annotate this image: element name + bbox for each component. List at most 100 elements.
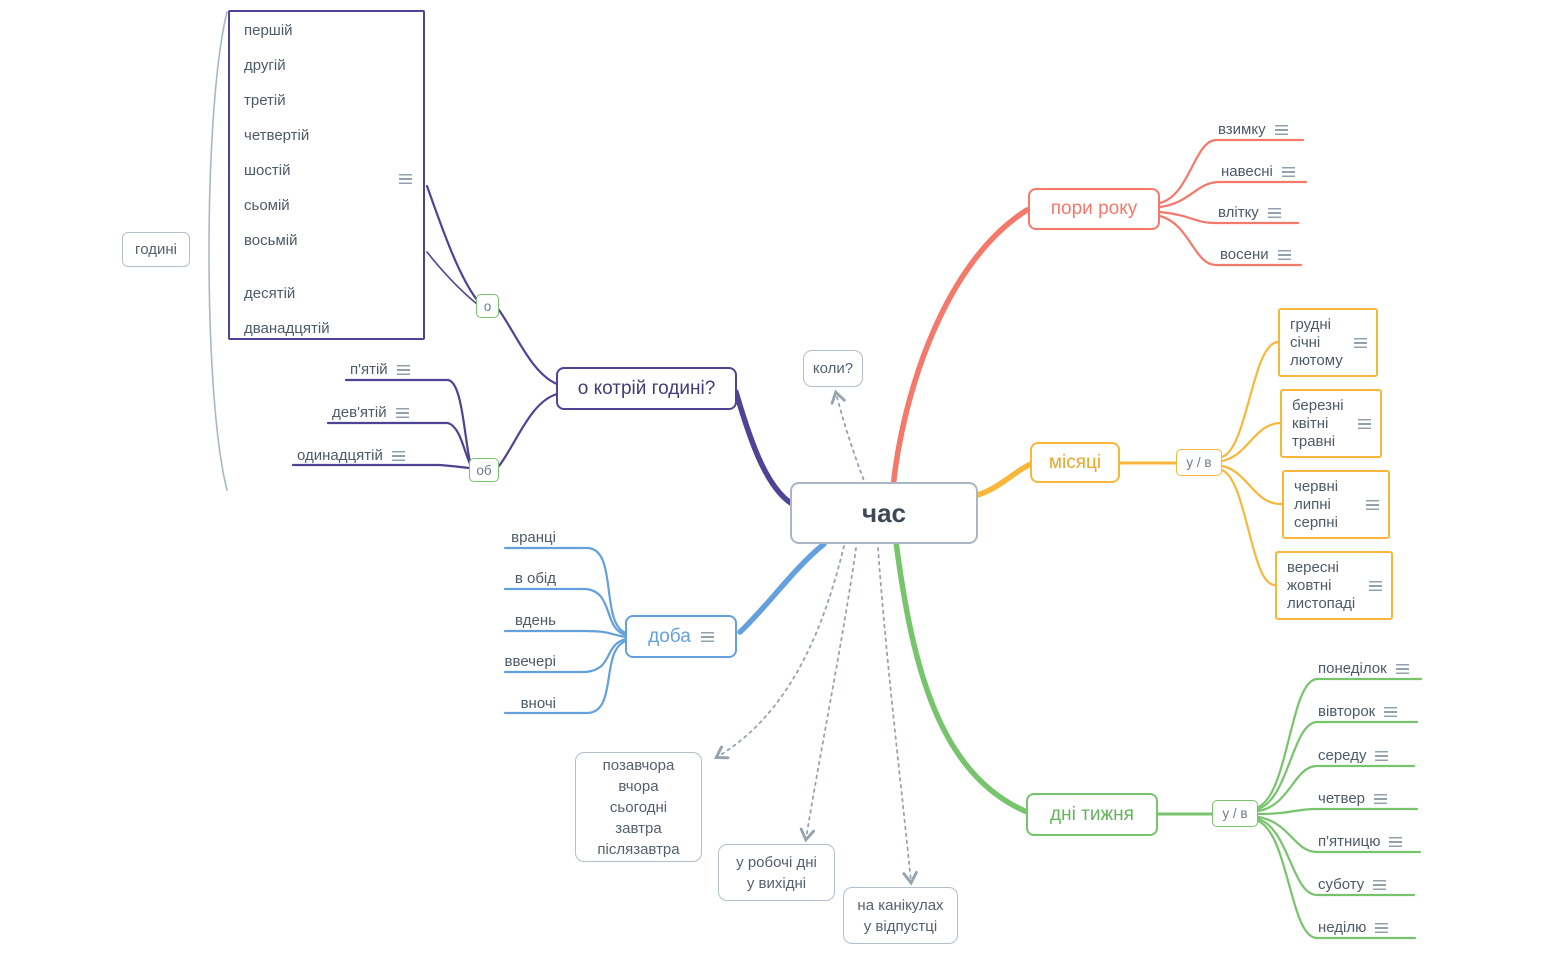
node-what-hour-label: о котрій годині? bbox=[577, 377, 716, 399]
note-when-label: коли? bbox=[812, 360, 854, 377]
daytime-leaf[interactable]: вдень bbox=[515, 612, 556, 629]
weekday-leaf-label: четвер bbox=[1318, 790, 1366, 807]
badge-prep-o[interactable]: о bbox=[476, 294, 499, 318]
central-topic[interactable]: час bbox=[790, 482, 978, 544]
note-vacation[interactable]: на канікулах у відпустці bbox=[843, 887, 958, 944]
badge-prep-ob[interactable]: об bbox=[469, 458, 499, 482]
badge-days-prep-label: у / в bbox=[1222, 806, 1248, 821]
node-daytime[interactable]: доба bbox=[625, 615, 737, 658]
hour-item[interactable]: першій bbox=[244, 22, 293, 39]
weekday-leaf-label: суботу bbox=[1318, 876, 1365, 893]
hour-item[interactable]: четвертій bbox=[244, 127, 310, 144]
weekday-leaf[interactable]: суботу bbox=[1318, 876, 1387, 893]
season-leaf[interactable]: взимку bbox=[1218, 121, 1288, 138]
hour-item[interactable]: десятій bbox=[244, 285, 296, 302]
node-weekdays-label: дні тижня bbox=[1050, 803, 1134, 825]
season-leaf[interactable]: навесні bbox=[1221, 163, 1295, 180]
hour-item[interactable]: третій bbox=[244, 92, 286, 109]
note-line: позавчора bbox=[602, 756, 675, 774]
menu-icon[interactable] bbox=[396, 364, 410, 375]
hour-ob-leaf[interactable]: одинадцятій bbox=[297, 447, 405, 464]
weekday-leaf[interactable]: понеділок bbox=[1318, 660, 1409, 677]
daytime-leaf[interactable]: ввечері bbox=[504, 653, 556, 670]
daytime-leaf[interactable]: в обід bbox=[514, 570, 556, 587]
weekday-leaf[interactable]: середу bbox=[1318, 747, 1389, 764]
menu-icon[interactable] bbox=[391, 450, 405, 461]
weekday-leaf[interactable]: п'ятницю bbox=[1318, 833, 1403, 850]
daytime-leaf[interactable]: вранці bbox=[511, 529, 556, 546]
weekday-leaf-label: п'ятницю bbox=[1318, 833, 1381, 850]
dotted-note-arrows bbox=[713, 389, 918, 886]
menu-icon[interactable] bbox=[1375, 750, 1389, 761]
hour-item[interactable]: восьмій bbox=[244, 232, 298, 249]
node-daytime-label: доба bbox=[648, 625, 691, 647]
hour-item[interactable]: дванадцятій bbox=[244, 320, 330, 337]
node-seasons[interactable]: пори року bbox=[1028, 188, 1160, 230]
menu-icon[interactable] bbox=[1389, 836, 1403, 847]
menu-icon[interactable] bbox=[1277, 249, 1291, 260]
hour-ob-leaf-label: п'ятій bbox=[350, 361, 388, 378]
weekday-leaf[interactable]: неділю bbox=[1318, 919, 1389, 936]
menu-icon[interactable] bbox=[1395, 663, 1409, 674]
menu-icon[interactable] bbox=[1375, 922, 1389, 933]
hours-branch-lines bbox=[208, 11, 803, 511]
hour-item[interactable]: сьомій bbox=[244, 197, 290, 214]
menu-icon[interactable] bbox=[1274, 124, 1288, 135]
menu-icon[interactable] bbox=[1366, 499, 1379, 510]
hour-item[interactable]: шостій bbox=[244, 162, 291, 179]
month-item: лютому bbox=[1290, 351, 1343, 369]
month-group-box[interactable]: березні квітні травні bbox=[1280, 389, 1382, 458]
node-months[interactable]: місяці bbox=[1030, 442, 1120, 483]
menu-icon[interactable] bbox=[1384, 706, 1398, 717]
menu-icon[interactable] bbox=[395, 407, 409, 418]
menu-icon[interactable] bbox=[399, 174, 412, 184]
hour-ob-leaf[interactable]: дев'ятій bbox=[332, 404, 409, 421]
menu-icon[interactable] bbox=[1374, 793, 1388, 804]
menu-icon[interactable] bbox=[1281, 166, 1295, 177]
node-what-hour[interactable]: о котрій годині? bbox=[556, 367, 737, 410]
menu-icon[interactable] bbox=[700, 631, 714, 642]
season-leaf[interactable]: восени bbox=[1220, 246, 1291, 263]
hour-ob-leaf-label: дев'ятій bbox=[332, 404, 387, 421]
badge-prep-ob-label: об bbox=[476, 462, 492, 478]
note-relative-days[interactable]: позавчора вчора сьогодні завтра післязав… bbox=[575, 752, 702, 862]
month-group-box[interactable]: червні липні серпні bbox=[1282, 470, 1390, 539]
month-item: жовтні bbox=[1287, 576, 1332, 594]
hour-item[interactable]: другій bbox=[244, 57, 286, 74]
month-group-box[interactable]: грудні січні лютому bbox=[1278, 308, 1378, 377]
note-line: у відпустці bbox=[863, 917, 938, 935]
season-leaf-label: влітку bbox=[1218, 204, 1259, 221]
note-workdays[interactable]: у робочі дні у вихідні bbox=[718, 844, 835, 901]
node-months-label: місяці bbox=[1048, 451, 1102, 473]
menu-icon[interactable] bbox=[1354, 337, 1367, 348]
menu-icon[interactable] bbox=[1369, 580, 1382, 591]
note-line: у вихідні bbox=[746, 874, 807, 892]
central-topic-label: час bbox=[861, 497, 906, 528]
month-item: червні bbox=[1294, 477, 1339, 495]
weekday-leaf[interactable]: вівторок bbox=[1318, 703, 1398, 720]
month-group-box[interactable]: вересні жовтні листопаді bbox=[1275, 551, 1393, 620]
daytime-leaf[interactable]: вночі bbox=[520, 695, 556, 712]
note-line: завтра bbox=[615, 819, 662, 837]
badge-days-prep[interactable]: у / в bbox=[1212, 800, 1258, 827]
seasons-branch-lines bbox=[890, 138, 1308, 491]
season-leaf[interactable]: влітку bbox=[1218, 204, 1281, 221]
hours-list-box[interactable]: першій другій третій четвертій шостій сь… bbox=[228, 10, 425, 340]
badge-months-prep[interactable]: у / в bbox=[1176, 449, 1222, 476]
season-leaf-label: восени bbox=[1220, 246, 1269, 263]
label-hodyni[interactable]: годині bbox=[122, 232, 190, 267]
menu-icon[interactable] bbox=[1373, 879, 1387, 890]
menu-icon[interactable] bbox=[1358, 418, 1371, 429]
badge-months-prep-label: у / в bbox=[1186, 455, 1212, 470]
month-item: березні bbox=[1292, 396, 1344, 414]
month-item: листопаді bbox=[1287, 594, 1356, 612]
menu-icon[interactable] bbox=[1267, 207, 1281, 218]
month-item: грудні bbox=[1290, 315, 1332, 333]
note-when[interactable]: коли? bbox=[803, 350, 863, 387]
weekday-leaf-label: понеділок bbox=[1318, 660, 1387, 677]
weekday-leaf[interactable]: четвер bbox=[1318, 790, 1388, 807]
badge-prep-o-label: о bbox=[483, 298, 492, 314]
note-line: у робочі дні bbox=[736, 853, 817, 871]
hour-ob-leaf[interactable]: п'ятій bbox=[350, 361, 410, 378]
node-weekdays[interactable]: дні тижня bbox=[1026, 793, 1158, 836]
